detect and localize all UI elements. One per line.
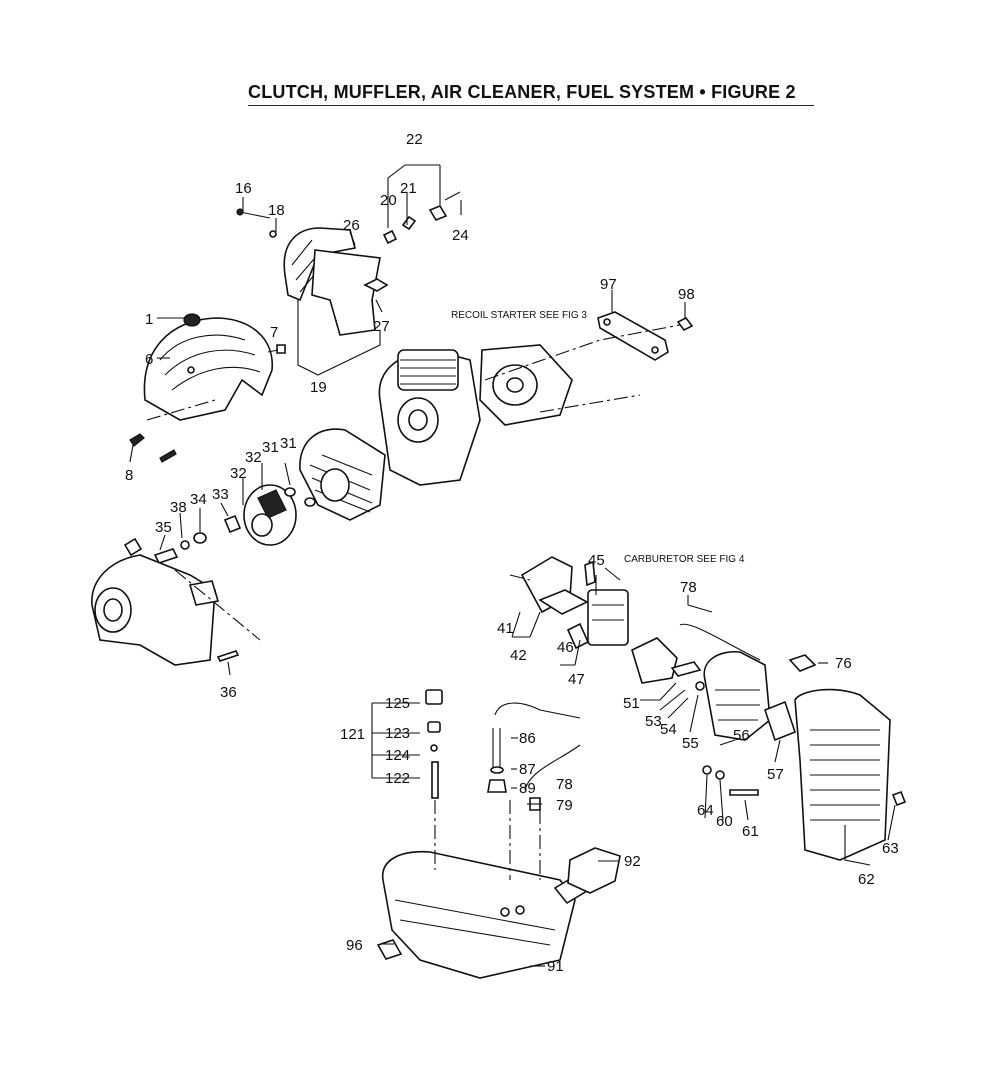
- label-125: 125: [385, 695, 410, 712]
- label-32b: 32: [230, 465, 247, 482]
- label-33: 33: [212, 486, 229, 503]
- label-76: 76: [835, 655, 852, 672]
- label-87: 87: [519, 761, 536, 778]
- figure-title: CLUTCH, MUFFLER, AIR CLEANER, FUEL SYSTE…: [248, 82, 814, 106]
- label-78b: 78: [556, 776, 573, 793]
- label-45: 45: [588, 552, 605, 569]
- label-7: 7: [270, 324, 278, 341]
- label-86: 86: [519, 730, 536, 747]
- label-20: 20: [380, 192, 397, 209]
- label-32a: 32: [245, 449, 262, 466]
- label-6: 6: [145, 351, 153, 368]
- clutch-housing-part: [91, 537, 240, 666]
- label-35: 35: [155, 519, 172, 536]
- label-91: 91: [547, 958, 564, 975]
- carburetor-note: CARBURETOR SEE FIG 4: [624, 554, 745, 565]
- fuel-tank-part: [376, 847, 621, 979]
- label-38: 38: [170, 499, 187, 516]
- label-42: 42: [510, 647, 527, 664]
- label-19: 19: [310, 379, 327, 396]
- label-89: 89: [519, 780, 536, 797]
- label-63: 63: [882, 840, 899, 857]
- fan-cover-part: [143, 313, 286, 421]
- label-121: 121: [340, 726, 365, 743]
- label-64: 64: [697, 802, 714, 819]
- label-31b: 31: [280, 435, 297, 452]
- label-92: 92: [624, 853, 641, 870]
- label-123: 123: [385, 725, 410, 742]
- tank-vent-part: [425, 689, 443, 799]
- label-97: 97: [600, 276, 617, 293]
- engine-crankcase-part: [378, 344, 573, 486]
- label-51: 51: [623, 695, 640, 712]
- part-number-labels: 1 6 7 8 16 18 19 20 21 22 24 26 27 31 31…: [125, 131, 899, 975]
- label-62: 62: [858, 871, 875, 888]
- label-79: 79: [556, 797, 573, 814]
- label-24: 24: [452, 227, 469, 244]
- label-36: 36: [220, 684, 237, 701]
- label-61: 61: [742, 823, 759, 840]
- recoil-starter-note: RECOIL STARTER SEE FIG 3: [451, 310, 587, 321]
- label-96: 96: [346, 937, 363, 954]
- label-21: 21: [400, 180, 417, 197]
- label-98: 98: [678, 286, 695, 303]
- label-34: 34: [190, 491, 207, 508]
- label-8: 8: [125, 467, 133, 484]
- label-57: 57: [767, 766, 784, 783]
- label-16: 16: [235, 180, 252, 197]
- label-54: 54: [660, 721, 677, 738]
- label-27: 27: [373, 318, 390, 335]
- label-53: 53: [645, 713, 662, 730]
- carburetor-part: [520, 556, 629, 650]
- label-124: 124: [385, 747, 410, 764]
- screw-8-part: [129, 433, 177, 463]
- flywheel-part: [299, 428, 386, 521]
- label-1: 1: [145, 311, 153, 328]
- label-31a: 31: [262, 439, 279, 456]
- label-18: 18: [268, 202, 285, 219]
- air-cleaner-part: [631, 637, 907, 861]
- label-60: 60: [716, 813, 733, 830]
- label-46: 46: [557, 639, 574, 656]
- label-78a: 78: [680, 579, 697, 596]
- label-56: 56: [733, 727, 750, 744]
- fuel-line-part: [487, 623, 761, 811]
- clutch-part: [153, 484, 316, 564]
- label-47: 47: [568, 671, 585, 688]
- label-122: 122: [385, 770, 410, 787]
- label-26: 26: [343, 217, 360, 234]
- label-41: 41: [497, 620, 514, 637]
- leader-lines: [129, 164, 896, 967]
- label-22: 22: [406, 131, 423, 148]
- label-55: 55: [682, 735, 699, 752]
- handle-bracket-part: [597, 311, 694, 361]
